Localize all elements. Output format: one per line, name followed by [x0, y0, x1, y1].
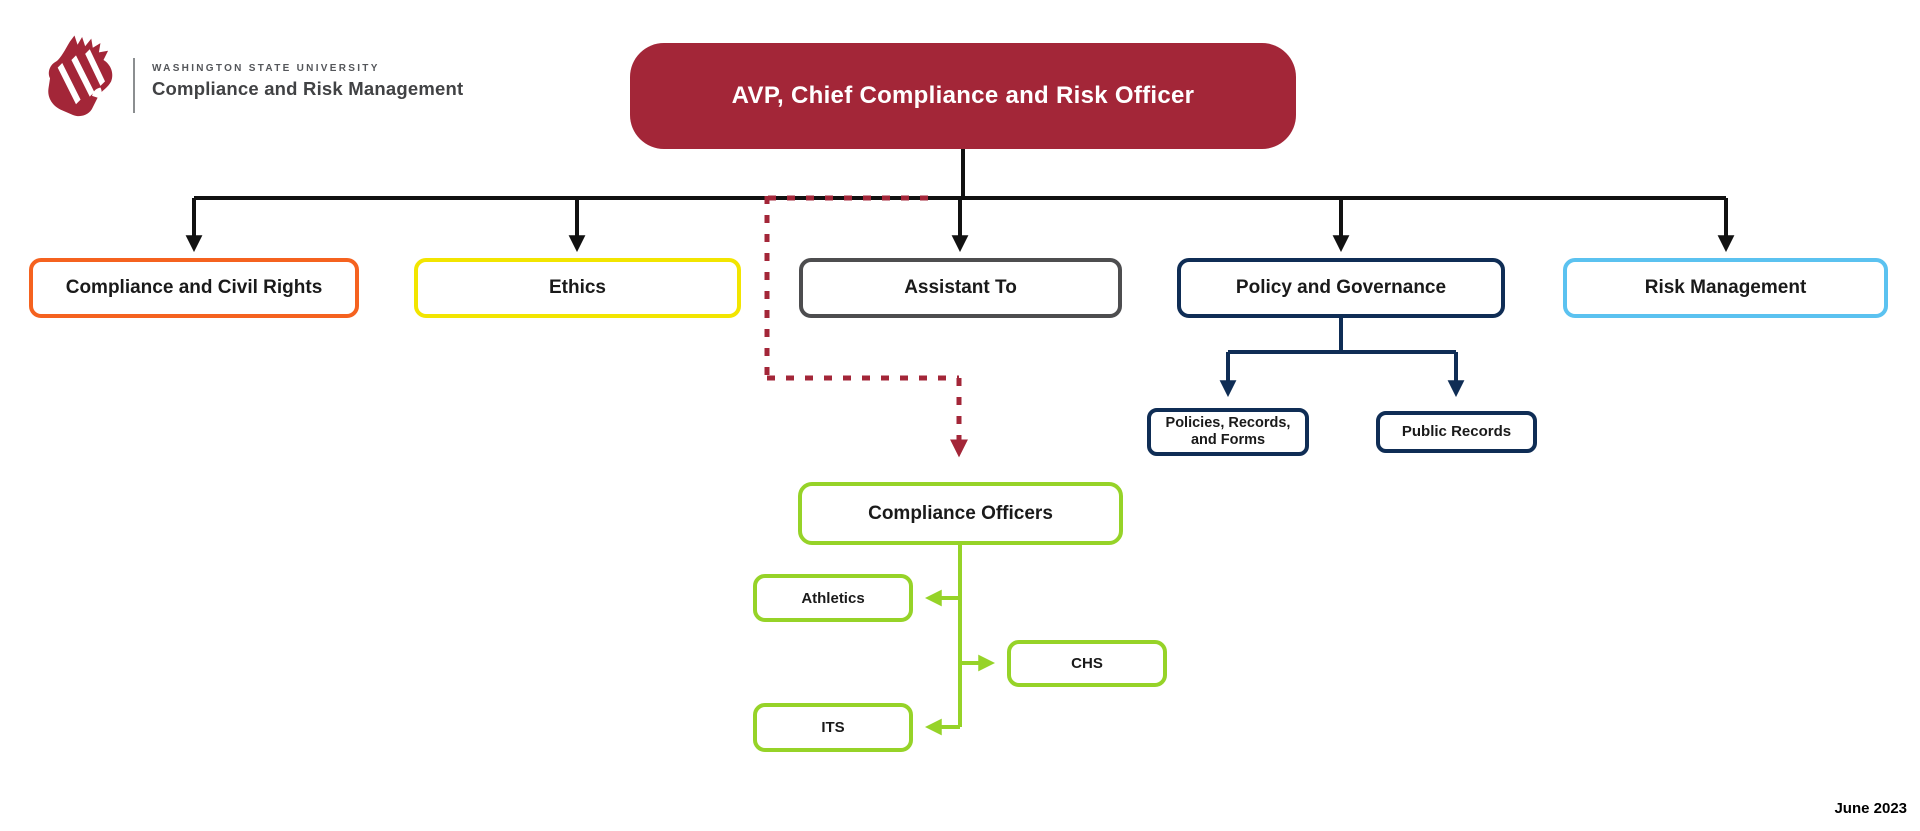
node-athletics: Athletics — [753, 574, 913, 622]
node-policies-records-and-forms: Policies, Records, and Forms — [1147, 408, 1309, 456]
wsu-cougar-logo — [30, 34, 122, 118]
node-risk-management: Risk Management — [1563, 258, 1888, 318]
node-its: ITS — [753, 703, 913, 752]
policy-governance-connectors — [1219, 318, 1465, 398]
node-compliance-and-civil-rights: Compliance and Civil Rights — [29, 258, 359, 318]
black-connectors — [185, 149, 1735, 253]
node-public-records: Public Records — [1376, 411, 1537, 453]
node-assistant-to: Assistant To — [799, 258, 1122, 318]
node-policy-and-governance: Policy and Governance — [1177, 258, 1505, 318]
node-compliance-officers: Compliance Officers — [798, 482, 1123, 545]
node-avp-chief-compliance-risk-officer: AVP, Chief Compliance and Risk Officer — [630, 43, 1296, 149]
node-ethics: Ethics — [414, 258, 741, 318]
footer-date: June 2023 — [1834, 800, 1907, 817]
brand-divider — [133, 58, 135, 113]
brand-department-name: Compliance and Risk Management — [152, 78, 464, 99]
compliance-officers-connectors — [924, 545, 996, 736]
dashed-reporting-line — [764, 195, 968, 458]
brand-university-name: WASHINGTON STATE UNIVERSITY — [152, 63, 380, 74]
node-chs: CHS — [1007, 640, 1167, 687]
